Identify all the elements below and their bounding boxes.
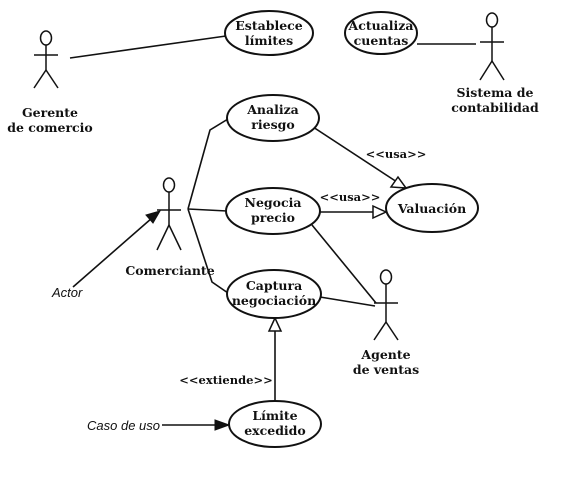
use-case-actualiza-cuentas: Actualiza cuentas <box>344 11 418 55</box>
use-case-valuacion-label: Valuación <box>397 201 466 216</box>
use-case-negocia-line1: Negocia <box>245 195 302 210</box>
association-gerente-establece <box>69 35 227 59</box>
actor-gerente-line2: de comercio <box>7 120 92 135</box>
stick-figure-icon <box>479 12 505 81</box>
actor-pointer-arrowhead <box>145 210 162 224</box>
use-case-actualiza-line2: cuentas <box>354 33 409 48</box>
use-case-captura-line2: negociación <box>232 293 316 308</box>
stereotype-extiende-label: <<extiende>> <box>179 373 272 387</box>
stereotype-usa-label-1: <<usa>> <box>366 147 427 161</box>
use-case-limite-excedido: Límite excedido <box>228 400 322 448</box>
use-case-analiza-riesgo: Analiza riesgo <box>226 94 320 142</box>
actor-pointer-line <box>72 217 153 288</box>
association-comerciante-analiza <box>187 118 229 210</box>
actor-sistema-line1: Sistema de <box>457 85 534 100</box>
note-caso-de-uso: Caso de uso <box>87 418 160 433</box>
uses-analiza-valuacion <box>312 126 398 183</box>
use-case-analiza-line2: riesgo <box>251 117 294 132</box>
association-comerciante-captura <box>187 208 229 294</box>
use-case-captura-line1: Captura <box>246 278 302 293</box>
actor-sistema-de-contabilidad: Sistema de contabilidad <box>451 12 539 115</box>
uses-arrowhead-2 <box>372 204 388 220</box>
actor-agente-de-ventas: Agente de ventas <box>353 269 419 377</box>
actor-agente-line1: Agente <box>360 347 410 362</box>
use-case-valuacion: Valuación <box>385 183 479 233</box>
actor-gerente-de-comercio: Gerente de comercio <box>7 30 93 135</box>
stick-figure-icon <box>33 30 59 89</box>
use-case-actualiza-line1: Actualiza <box>348 18 414 33</box>
actor-comerciante-label: Comerciante <box>125 263 214 278</box>
use-case-negocia-precio: Negocia precio <box>225 187 321 235</box>
actor-agente-line2: de ventas <box>353 362 419 377</box>
stick-figure-icon <box>156 177 182 251</box>
actor-sistema-line2: contabilidad <box>451 100 539 115</box>
use-case-establece-line1: Establece <box>235 18 302 33</box>
association-captura-agente <box>319 296 376 307</box>
uses-arrowhead-1 <box>389 175 408 189</box>
use-case-negocia-line2: precio <box>251 210 295 225</box>
stick-figure-icon <box>373 269 399 341</box>
stereotype-usa-label-2: <<usa>> <box>320 190 381 204</box>
association-negocia-agente <box>311 224 377 304</box>
use-case-limite-line2: excedido <box>244 423 306 438</box>
use-case-establece-limites: Establece límites <box>224 10 314 56</box>
association-comerciante-negocia <box>187 208 228 212</box>
extends-arrowhead <box>267 316 283 332</box>
use-case-pointer-arrowhead <box>214 419 231 431</box>
actor-comerciante: Comerciante <box>125 177 215 278</box>
use-case-establece-line2: límites <box>245 33 293 48</box>
note-actor: Actor <box>51 285 83 300</box>
use-case-limite-line1: Límite <box>252 408 297 423</box>
use-case-captura-negociacion: Captura negociación <box>226 269 322 319</box>
use-case-analiza-line1: Analiza <box>246 102 299 117</box>
actor-gerente-line1: Gerente <box>22 105 78 120</box>
